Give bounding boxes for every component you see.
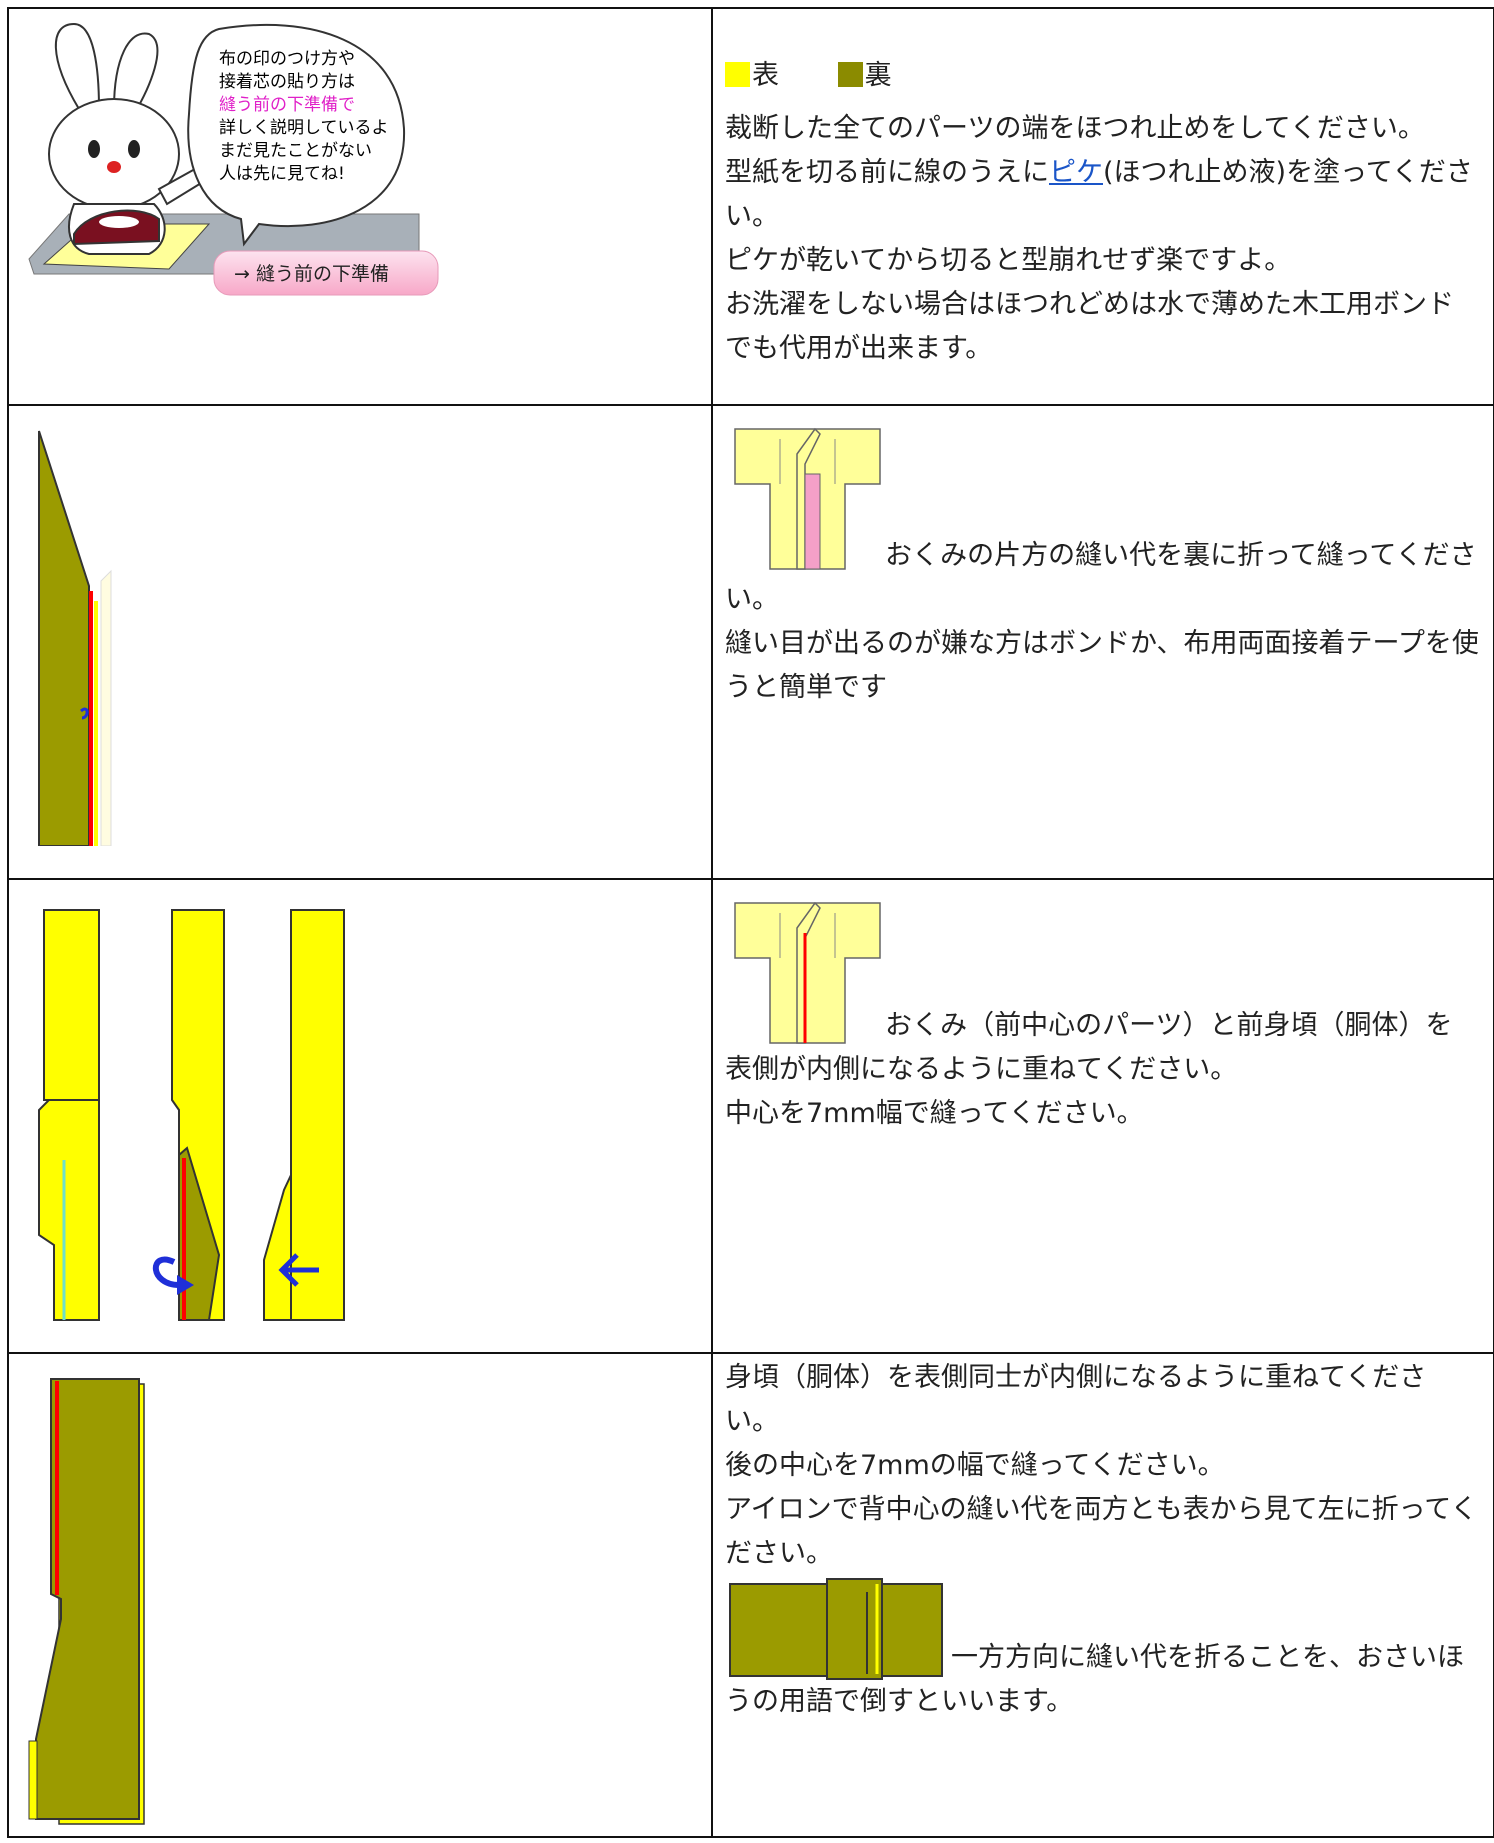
okumi-attach-diagram <box>38 909 345 1321</box>
mascot-illustration: 布の印のつけ方や 接着芯の貼り方は 縫う前の下準備で 詳しく説明しているよ まだ… <box>28 22 420 275</box>
fold-arrow-icon <box>152 1256 180 1288</box>
fold-arrow-icon <box>80 707 89 720</box>
kimono-okumi-icon <box>734 427 881 570</box>
front-color-swatch <box>725 62 750 87</box>
prep-link-button[interactable]: → 縫う前の下準備 <box>212 249 442 299</box>
step1-line: お洗濯をしない場合はほつれどめは水で薄めた木工用ボンドでも代用が出来ます。 <box>725 289 1454 364</box>
step2-text-continued: 縫い目が出るのが嫌な方はボンドか、布用両面接着テープを使うと簡単です <box>725 622 1479 710</box>
legend-front-label: 表 <box>752 60 779 91</box>
speech-line: 接着芯の貼り方は <box>219 72 355 92</box>
step4-line: アイロンで背中心の縫い代を両方とも表から見て左に折ってください。 <box>725 1494 1478 1569</box>
step1-text-fragment: 型紙を切る前に線のうえに <box>725 157 1049 188</box>
step2-diagram-cell <box>7 404 713 880</box>
step2-line: 縫い目が出るのが嫌な方はボンドか、布用両面接着テープを使うと簡単です <box>725 628 1479 703</box>
step1-line: ピケが乾いてから切ると型崩れせず楽ですよ。 <box>725 245 1292 276</box>
step4-line: 後の中心を7mmの幅で縫ってください。 <box>725 1450 1225 1481</box>
step3-text-cell: おくみ（前中心のパーツ）と前身頃（胴体）を表側が内側になるように重ねてください。… <box>711 878 1494 1354</box>
seam-fold-icon <box>729 1578 943 1680</box>
step3-text-continued: 中心を7mm幅で縫ってください。 <box>725 1092 1479 1136</box>
step3-line: おくみ（前中心のパーツ）と前身頃（胴体）を表側が内側になるように重ねてください。 <box>725 1010 1453 1085</box>
step1-line: 型紙を切る前に線のうえにピケ(ほつれ止め液)を塗ってください。 <box>725 151 1479 239</box>
table-row: おくみの片方の縫い代を裏に折って縫ってください。 縫い目が出るのが嫌な方はボンド… <box>7 404 1494 880</box>
pique-link[interactable]: ピケ <box>1049 157 1103 188</box>
step3-line: 中心を7mm幅で縫ってください。 <box>725 1098 1144 1129</box>
step4-line: 一方方向に縫い代を折ることを、おさいほうの用語で倒すといいます。 <box>725 1642 1464 1717</box>
mascot-cell: 布の印のつけ方や 接着芯の貼り方は 縫う前の下準備で 詳しく説明しているよ まだ… <box>7 7 713 406</box>
back-seam-diagram <box>28 1378 145 1825</box>
step4-line: 身頃（胴体）を表側同士が内側になるように重ねてください。 <box>725 1362 1427 1437</box>
step3-diagram-cell <box>7 878 713 1354</box>
table-row: 身頃（胴体）を表側同士が内側になるように重ねてください。 後の中心を7mmの幅で… <box>7 1352 1494 1838</box>
okumi-fold-diagram <box>38 430 112 846</box>
table-row: おくみ（前中心のパーツ）と前身頃（胴体）を表側が内側になるように重ねてください。… <box>7 878 1494 1354</box>
step4-diagram-cell <box>7 1352 713 1838</box>
speech-line: 人は先に見てね! <box>219 164 345 184</box>
prep-link-label: → 縫う前の下準備 <box>234 263 389 285</box>
step2-line: おくみの片方の縫い代を裏に折って縫ってください。 <box>725 540 1477 615</box>
step1-text-cell: 表 裏 裁断した全てのパーツの端をほつれ止めをしてください。 型紙を切る前に線の… <box>711 7 1494 406</box>
step4-text-continued: 一方方向に縫い代を折ることを、おさいほうの用語で倒すといいます。 <box>725 1636 1479 1724</box>
page: 布の印のつけ方や 接着芯の貼り方は 縫う前の下準備で 詳しく説明しているよ まだ… <box>7 7 1494 1841</box>
instruction-table: 布の印のつけ方や 接着芯の貼り方は 縫う前の下準備で 詳しく説明しているよ まだ… <box>7 7 1494 1838</box>
step1-text: 裁断した全てのパーツの端をほつれ止めをしてください。 型紙を切る前に線のうえにピ… <box>725 107 1479 371</box>
back-color-swatch <box>837 62 863 87</box>
kimono-center-icon <box>734 901 881 1044</box>
step4-text-cell: 身頃（胴体）を表側同士が内側になるように重ねてください。 後の中心を7mmの幅で… <box>711 1352 1494 1838</box>
color-legend: 表 裏 <box>725 53 942 92</box>
step3-text: おくみ（前中心のパーツ）と前身頃（胴体）を表側が内側になるように重ねてください。 <box>725 1004 1479 1092</box>
table-row: 布の印のつけ方や 接着芯の貼り方は 縫う前の下準備で 詳しく説明しているよ まだ… <box>7 7 1494 406</box>
speech-line-highlight: 縫う前の下準備で <box>219 95 355 115</box>
step1-text-fragment: (ほつれ止め液)を塗ってください。 <box>725 157 1473 232</box>
legend-back-label: 裏 <box>864 60 892 91</box>
speech-line: まだ見たことがない <box>219 141 372 161</box>
step4-text: 身頃（胴体）を表側同士が内側になるように重ねてください。 後の中心を7mmの幅で… <box>725 1356 1479 1576</box>
step2-text: おくみの片方の縫い代を裏に折って縫ってください。 <box>725 534 1479 622</box>
step1-line: 裁断した全てのパーツの端をほつれ止めをしてください。 <box>725 113 1425 144</box>
step2-text-cell: おくみの片方の縫い代を裏に折って縫ってください。 縫い目が出るのが嫌な方はボンド… <box>711 404 1494 880</box>
speech-line: 詳しく説明しているよ <box>219 118 389 138</box>
speech-line: 布の印のつけ方や <box>219 49 355 69</box>
